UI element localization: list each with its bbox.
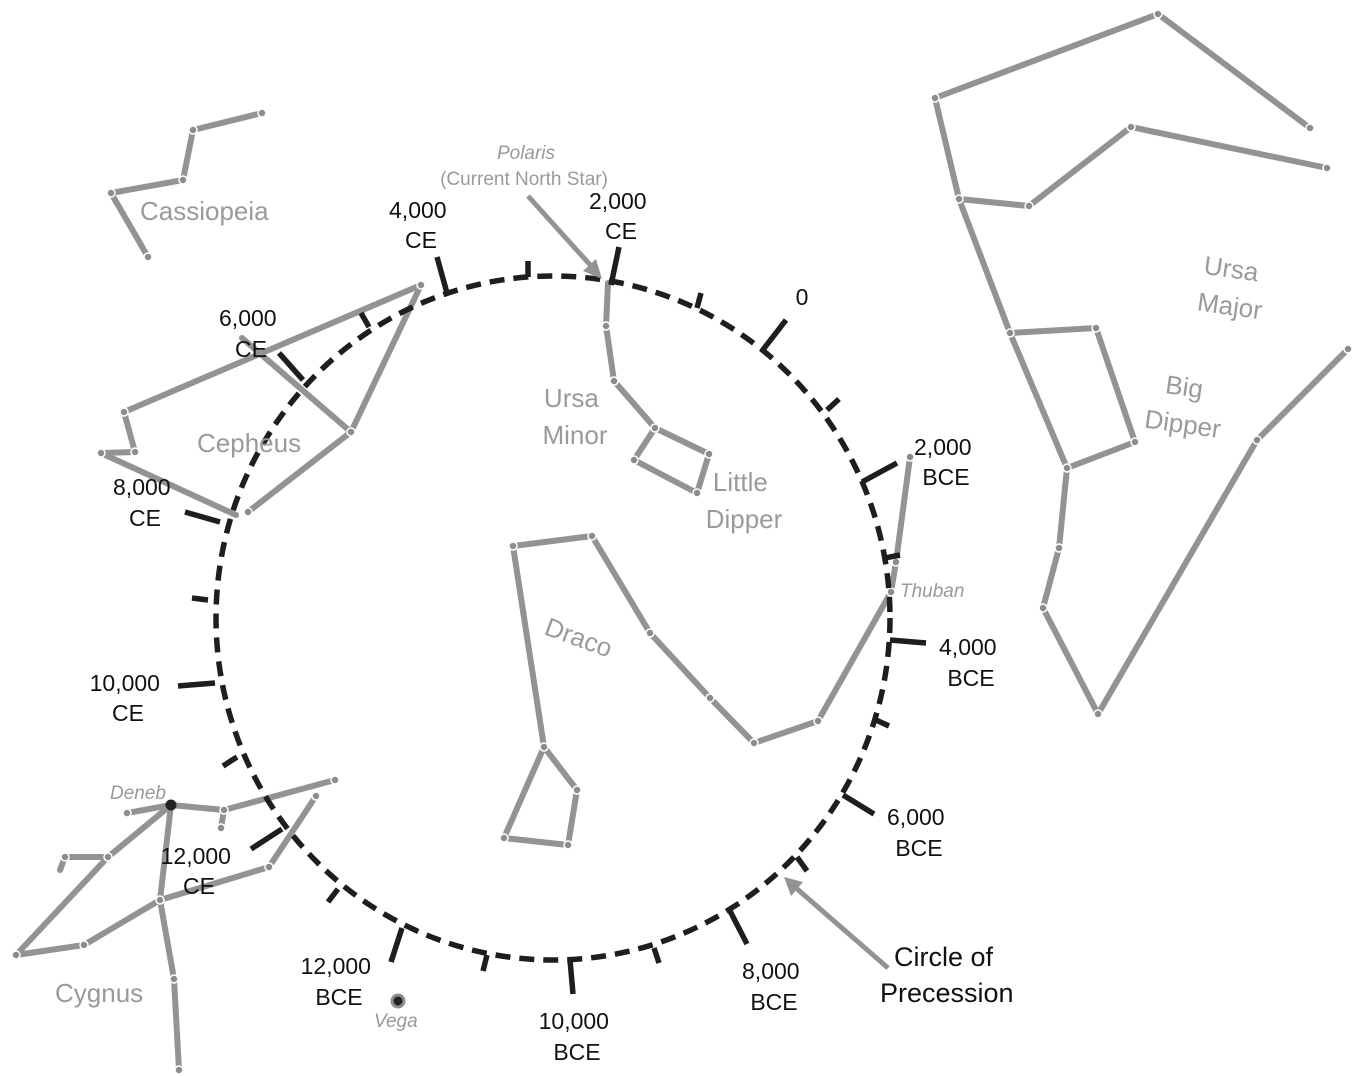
year-2000ce-era: CE — [605, 218, 637, 244]
svg-text:2,000 CE: 2,000 CE — [589, 188, 653, 244]
year-4000ce-number: 4,000 — [389, 197, 447, 223]
year-4000ce-era: CE — [405, 227, 437, 253]
little-dipper-label-line2: Dipper — [706, 504, 783, 534]
year-4000bce-era: BCE — [947, 665, 994, 691]
tick-6000ce — [276, 351, 306, 382]
cassiopeia-label: Cassiopeia — [140, 196, 269, 226]
polaris-label: Polaris — [497, 143, 556, 164]
ursa-minor-label-line2: Minor — [542, 420, 607, 450]
big-dipper-label-line2: Dipper — [1143, 404, 1223, 444]
cepheus-label: Cepheus — [197, 428, 301, 458]
year-4000bce-number: 4,000 — [939, 634, 997, 660]
svg-text:12,000 CE: 12,000 CE — [161, 843, 238, 899]
tick-4000bce — [889, 637, 927, 646]
deneb-label: Deneb — [110, 783, 166, 804]
circle-callout-arrow — [784, 877, 890, 970]
svg-text:2,000 BCE: 2,000 BCE — [914, 434, 978, 490]
tick-4000ce — [434, 256, 450, 294]
tick-10000bce — [567, 959, 576, 995]
circle-label-line2: Precession — [880, 978, 1014, 1008]
year-10000ce-number: 10,000 — [90, 670, 160, 696]
ursa-minor-label-line1: Ursa — [544, 383, 599, 413]
vega-label: Vega — [374, 1011, 418, 1032]
svg-text:0: 0 — [796, 284, 809, 310]
tick-6000bce — [841, 792, 876, 817]
svg-text:10,000 CE: 10,000 CE — [90, 670, 167, 726]
year-8000ce-era: CE — [129, 505, 161, 531]
tick-2000ce — [608, 246, 622, 286]
ursa-major-label-line2: Major — [1195, 286, 1264, 325]
precession-circle — [177, 246, 927, 995]
svg-text:Little Dipper: Little Dipper — [706, 467, 783, 534]
svg-text:Ursa Major: Ursa Major — [1195, 250, 1269, 325]
year-8000bce-era: BCE — [750, 989, 797, 1015]
polaris-note: (Current North Star) — [440, 169, 608, 190]
year-6000bce-number: 6,000 — [887, 804, 945, 830]
deneb-star — [165, 799, 177, 811]
thuban-label: Thuban — [900, 581, 964, 602]
tick-10000ce — [177, 680, 216, 689]
tick-12000bce — [388, 927, 405, 963]
tick-8000ce — [184, 509, 221, 525]
year-2000ce-number: 2,000 — [589, 188, 647, 214]
year-12000bce-number: 12,000 — [301, 953, 371, 979]
tick-8000bce — [726, 907, 750, 946]
svg-text:4,000 BCE: 4,000 BCE — [939, 634, 1003, 691]
year-2000bce-era: BCE — [922, 464, 969, 490]
year-6000bce-era: BCE — [895, 835, 942, 861]
svg-text:8,000 CE: 8,000 CE — [113, 474, 177, 531]
big-dipper-label-line1: Big — [1164, 369, 1205, 404]
svg-text:Big Dipper: Big Dipper — [1143, 367, 1229, 444]
draco-label: Draco — [541, 611, 616, 663]
tick-0 — [759, 318, 789, 353]
tick-2000bce — [860, 460, 899, 485]
year-12000ce-number: 12,000 — [161, 843, 231, 869]
ursa-major-figure — [930, 9, 1353, 719]
vega-star — [390, 993, 406, 1009]
polaris-arrow — [526, 194, 602, 279]
circle-label-line1: Circle of — [894, 942, 994, 972]
year-0-number: 0 — [796, 284, 809, 310]
year-6000ce-number: 6,000 — [219, 305, 277, 331]
cygnus-figure — [11, 775, 340, 1075]
svg-text:4,000 CE: 4,000 CE — [389, 197, 453, 253]
ursa-minor-figure — [601, 280, 714, 498]
year-6000ce-era: CE — [235, 336, 267, 362]
year-10000bce-era: BCE — [553, 1039, 600, 1065]
ursa-major-label-line1: Ursa — [1202, 250, 1261, 287]
cassiopeia-figure — [106, 108, 267, 262]
svg-text:6,000 CE: 6,000 CE — [219, 305, 283, 362]
year-10000bce-number: 10,000 — [539, 1008, 609, 1034]
svg-text:Ursa Minor: Ursa Minor — [542, 383, 607, 450]
year-12000bce-era: BCE — [315, 984, 362, 1010]
cepheus-figure — [96, 280, 426, 518]
svg-text:12,000 BCE: 12,000 BCE — [301, 953, 378, 1010]
year-2000bce-number: 2,000 — [914, 434, 972, 460]
svg-text:8,000 BCE: 8,000 BCE — [742, 958, 806, 1015]
svg-text:Circle of Precession: Circle of Precession — [880, 942, 1014, 1008]
svg-text:6,000 BCE: 6,000 BCE — [887, 804, 951, 861]
little-dipper-label-line1: Little — [713, 467, 768, 497]
draco-figure — [499, 452, 915, 850]
year-12000ce-era: CE — [183, 873, 215, 899]
tick-12000ce — [249, 826, 284, 852]
svg-text:10,000 BCE: 10,000 BCE — [539, 1008, 616, 1065]
year-8000bce-number: 8,000 — [742, 958, 800, 984]
cygnus-label: Cygnus — [55, 978, 143, 1008]
year-8000ce-number: 8,000 — [113, 474, 171, 500]
year-10000ce-era: CE — [112, 700, 144, 726]
